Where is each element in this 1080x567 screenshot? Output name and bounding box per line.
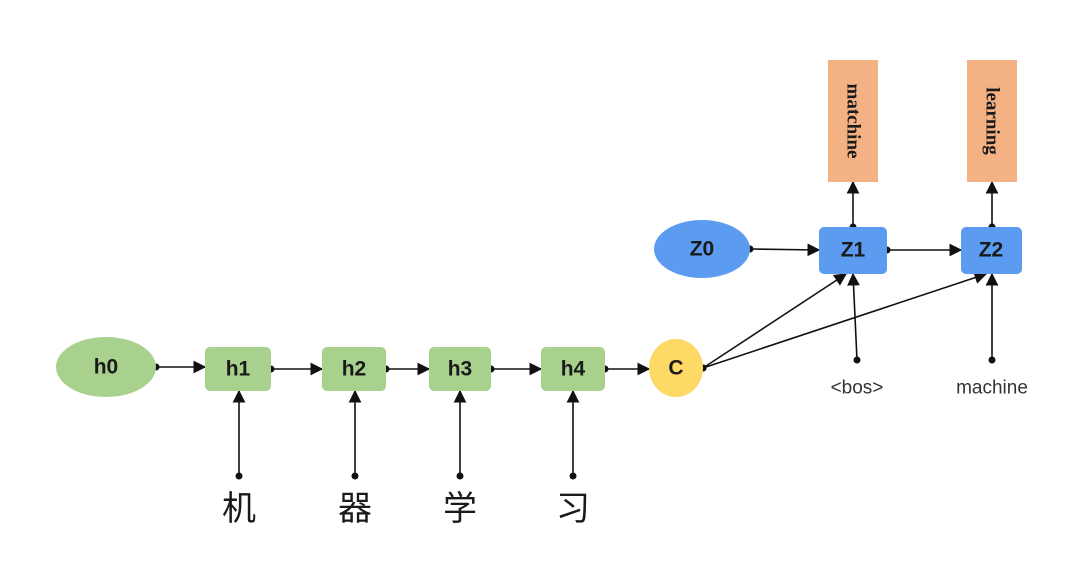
dec-edge-z0-z1 <box>749 243 821 257</box>
encoder-hidden-label-4: h4 <box>561 358 586 381</box>
decoder-output-node-1: matchine <box>828 60 878 182</box>
ctx-edge-z1 <box>702 273 848 369</box>
decoder-initial-node: Z0 <box>654 220 750 278</box>
decoder-output-label-2: learning <box>982 87 1003 155</box>
decoder-hidden-label-2: Z2 <box>979 239 1004 262</box>
edges <box>152 180 999 480</box>
encoder-hidden-node-2: h2 <box>322 347 386 391</box>
encoder-input-2: 器 <box>338 489 372 529</box>
encoder-hidden-label-3: h3 <box>448 358 473 381</box>
decoder-output-node-2: learning <box>967 60 1017 182</box>
decoder-input-1: <bos> <box>831 378 884 399</box>
dec-in-edge-2-start-dot <box>988 356 996 364</box>
encoder-hidden-label-1: h1 <box>226 358 251 381</box>
encoder-hidden-label-2: h2 <box>342 358 367 381</box>
decoder-hidden-node-2: Z2 <box>961 227 1022 274</box>
encoder-hidden-node-4: h4 <box>541 347 605 391</box>
dec-in-edge-1-start-dot <box>853 356 861 364</box>
context-node: C <box>649 339 703 397</box>
context-label: C <box>668 357 683 380</box>
enc-in-edge-1-start-dot <box>235 472 243 480</box>
encoder-initial-node: h0 <box>56 337 156 397</box>
encoder-initial-label: h0 <box>94 356 119 379</box>
encoder-input-1: 机 <box>222 489 256 529</box>
enc-in-edge-3-start-dot <box>456 472 464 480</box>
encoder-input-4: 习 <box>556 489 590 529</box>
encoder-input-3: 学 <box>443 489 477 529</box>
enc-in-edge-2-start-dot <box>351 472 359 480</box>
encoder-hidden-node-1: h1 <box>205 347 271 391</box>
decoder-hidden-label-1: Z1 <box>841 239 866 262</box>
decoder-hidden-node-1: Z1 <box>819 227 887 274</box>
decoder-initial-label: Z0 <box>690 238 715 261</box>
decoder-input-2: machine <box>956 378 1028 399</box>
encoder-hidden-node-3: h3 <box>429 347 491 391</box>
decoder-output-label-1: matchine <box>843 84 864 159</box>
ctx-edge-z2 <box>702 271 988 369</box>
dec-in-edge-1 <box>847 272 860 361</box>
enc-in-edge-4-start-dot <box>569 472 577 480</box>
